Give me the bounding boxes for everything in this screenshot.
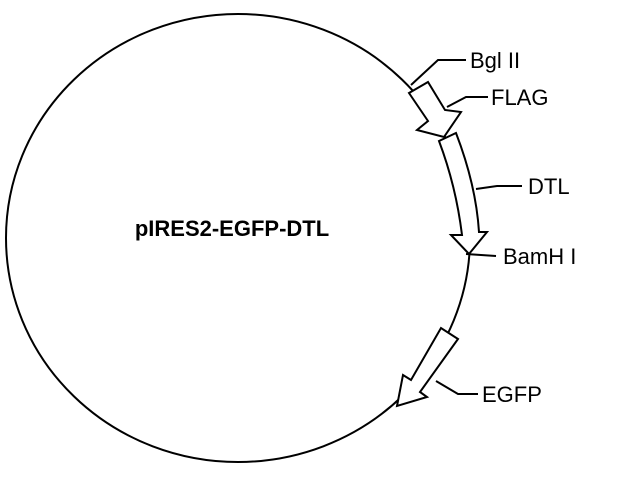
egfp-arrow (395, 326, 460, 408)
egfp-label: EGFP (482, 382, 542, 407)
plasmid-name: pIRES2-EGFP-DTL (135, 216, 329, 241)
bgl2-leader (410, 59, 466, 86)
dtl-label: DTL (528, 174, 570, 199)
bamh1-leader (465, 253, 497, 257)
bamh1-label: BamH I (503, 244, 576, 269)
flag-label: FLAG (491, 85, 548, 110)
egfp-leader (435, 380, 478, 395)
flag-arrow (407, 80, 463, 139)
dtl-arrow (437, 131, 490, 256)
bgl2-label: Bgl II (470, 48, 520, 73)
dtl-leader (475, 185, 522, 190)
flag-leader (446, 96, 488, 108)
